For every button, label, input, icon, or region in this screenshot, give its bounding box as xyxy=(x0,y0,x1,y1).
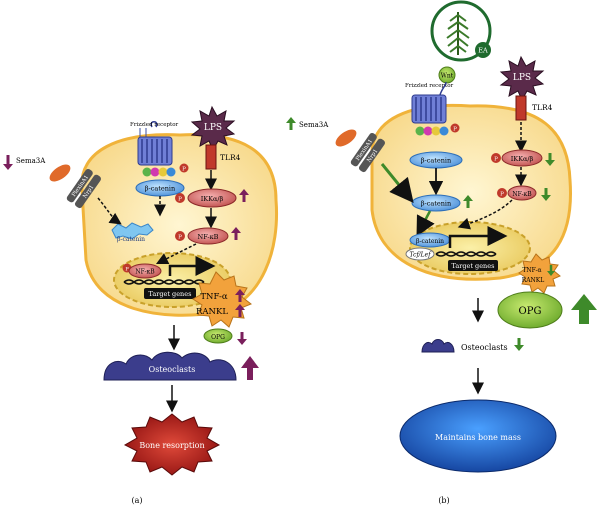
beta-catenin-degraded-a: β-catenin xyxy=(111,222,154,243)
svg-text:Frizzled receptor: Frizzled receptor xyxy=(405,83,454,89)
svg-text:Sema3A: Sema3A xyxy=(16,157,46,165)
svg-text:LPS: LPS xyxy=(204,123,222,133)
svg-text:LPS: LPS xyxy=(513,73,531,83)
svg-text:Osteoclasts: Osteoclasts xyxy=(461,343,508,352)
svg-text:β-catenin: β-catenin xyxy=(416,238,444,245)
svg-text:β-catenin: β-catenin xyxy=(421,157,451,165)
tlr4-b xyxy=(515,95,527,121)
nfkb-b: P NF-κB xyxy=(497,185,551,201)
svg-text:β-catenin: β-catenin xyxy=(117,236,145,243)
svg-text:RANKL: RANKL xyxy=(196,307,228,317)
svg-text:Sema3A: Sema3A xyxy=(299,121,329,129)
tlr4-a xyxy=(205,144,217,170)
tnf-rankl-a: TNF-α RANKL xyxy=(192,271,252,328)
frizzled-receptor-b: Frizzled receptor P xyxy=(405,81,460,136)
svg-text:IKKα/β: IKKα/β xyxy=(201,195,224,203)
svg-text:P: P xyxy=(453,127,457,133)
beta-catenin-b2 xyxy=(411,194,461,212)
sema3a-b: Sema3A xyxy=(286,117,357,147)
svg-text:NF-κB: NF-κB xyxy=(135,269,155,276)
svg-text:Target genes: Target genes xyxy=(452,262,495,270)
lps-b: LPS xyxy=(499,55,545,102)
svg-text:TLR4: TLR4 xyxy=(220,153,241,162)
svg-text:NF-κB: NF-κB xyxy=(512,191,532,198)
svg-text:Wnt: Wnt xyxy=(441,73,454,80)
down-arrow-osteoclasts-b xyxy=(514,345,524,351)
svg-text:EA: EA xyxy=(478,47,488,55)
wnt-b: Wnt xyxy=(438,66,456,84)
p-badge-a1 xyxy=(179,163,189,173)
nucleus-content-b: β-catenin Tcf/Lef Target genes xyxy=(405,226,508,271)
panel-b: EA Wnt Frizzled receptor P β-catenin β-c… xyxy=(286,0,597,505)
sema3a-a: Sema3A xyxy=(3,155,71,182)
osteoclasts-a: Osteoclasts xyxy=(103,351,259,381)
osteoclasts-b: Osteoclasts xyxy=(421,338,524,353)
down-arrow-ikk-b xyxy=(545,160,555,166)
up-arrow-osteoclasts-a xyxy=(241,356,259,368)
ea-icon: EA xyxy=(430,0,492,62)
down-arrow-tnf-b xyxy=(547,271,555,276)
svg-text:β-catenin: β-catenin xyxy=(421,200,451,208)
up-arrow-sema3a-b xyxy=(286,117,296,123)
down-arrow-opg-a xyxy=(237,339,247,345)
tnf-rankl-b: TNF-α RANKL xyxy=(518,253,561,294)
svg-text:OPG: OPG xyxy=(211,334,225,341)
panel-a: Frizzled receptor P β-catenin β-catenin … xyxy=(3,105,279,505)
frizzled-receptor-a: Frizzled receptor xyxy=(130,121,179,166)
up-arrow-ikk-a xyxy=(239,189,249,195)
ikk-b: P IKKα/β xyxy=(491,149,555,167)
frizzled-label-a: Frizzled receptor xyxy=(130,122,179,128)
up-arrow-nfkb-a xyxy=(231,227,241,233)
svg-text:TNF-α: TNF-α xyxy=(522,267,541,274)
svg-text:Tcf/Lef: Tcf/Lef xyxy=(410,252,433,259)
svg-text:Target genes: Target genes xyxy=(149,290,192,298)
up-arrow-opg-b xyxy=(571,294,597,310)
svg-text:Maintains bone mass: Maintains bone mass xyxy=(435,433,521,442)
down-arrow-nfkb-b xyxy=(541,195,551,201)
svg-text:P: P xyxy=(500,192,504,198)
svg-text:β-catenin: β-catenin xyxy=(145,185,175,193)
bone-resorption-a: Bone resorption xyxy=(123,413,221,476)
svg-text:TLR4: TLR4 xyxy=(532,103,553,112)
opg-a: OPG xyxy=(203,328,247,345)
svg-text:OPG: OPG xyxy=(519,306,542,317)
ikk-a: P IKKα/β xyxy=(175,188,249,208)
svg-text:P: P xyxy=(182,167,186,173)
svg-text:P: P xyxy=(125,267,129,273)
svg-text:P: P xyxy=(178,197,182,203)
up-arrow-beta-b xyxy=(463,195,473,201)
svg-text:Osteoclasts: Osteoclasts xyxy=(149,365,196,374)
down-arrow-sema3a-a xyxy=(3,164,13,170)
panel-b-label: (b) xyxy=(438,496,449,505)
nfkb-a: P NF-κB xyxy=(175,227,241,245)
svg-text:RANKL: RANKL xyxy=(522,277,545,284)
svg-text:NF-κB: NF-κB xyxy=(198,233,219,241)
maintains-bone-mass-b: Maintains bone mass xyxy=(399,399,557,473)
svg-text:P: P xyxy=(494,157,498,163)
opg-b: OPG xyxy=(497,291,597,329)
svg-text:Bone resorption: Bone resorption xyxy=(139,441,204,450)
nucleus-content-a: P NF-κB Target genes xyxy=(122,256,216,299)
svg-text:IKKα/β: IKKα/β xyxy=(511,155,534,163)
panel-a-label: (a) xyxy=(131,496,142,505)
svg-text:TNF-α: TNF-α xyxy=(200,292,227,302)
svg-text:P: P xyxy=(178,235,182,241)
